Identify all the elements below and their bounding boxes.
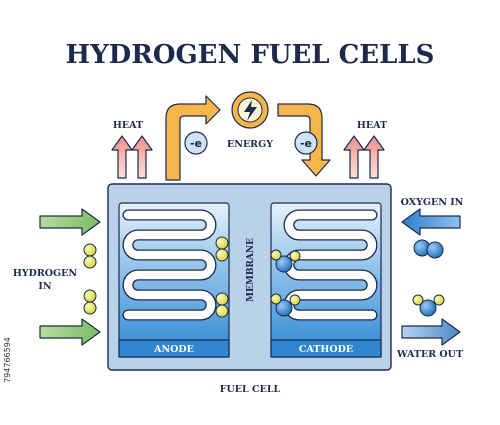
energy-label: ENERGY [227, 139, 273, 150]
diagram-title: HYDROGEN FUEL CELLS [66, 40, 435, 70]
cathode-chamber [270, 202, 382, 358]
electron-badge-left: -e [184, 131, 208, 155]
anode-chamber [118, 202, 230, 358]
water-out-label: WATER OUT [396, 349, 463, 360]
heat-label-right: HEAT [357, 120, 387, 131]
oxygen-in-label: OXYGEN IN [401, 197, 464, 208]
anode-label: ANODE [153, 344, 194, 355]
stock-image-id: 794766594 [3, 337, 12, 383]
electron-badge-right: -e [294, 131, 318, 155]
energy-circuit-arrow-right [277, 103, 331, 177]
heat-label-left: HEAT [113, 120, 143, 131]
heat-arrows-right [343, 135, 385, 179]
anode-hydrogen-molecules [215, 236, 229, 318]
oxygen-input-arrow [401, 208, 461, 236]
cathode-water-molecules [270, 249, 301, 317]
membrane-label: MEMBRANE [246, 238, 256, 302]
energy-bolt-icon [231, 91, 269, 129]
electron-label-left: -e [190, 137, 202, 150]
hydrogen-in-label-line2: IN [38, 281, 51, 292]
hydrogen-input-arrow-bottom [39, 318, 101, 346]
heat-arrows-left [111, 135, 153, 179]
water-output-arrow [401, 318, 461, 346]
hydrogen-input-molecules [83, 243, 97, 315]
oxygen-input-molecule [413, 239, 444, 259]
hydrogen-in-label-line1: HYDROGEN [13, 268, 78, 279]
electron-label-right: -e [300, 137, 312, 150]
water-output-molecule [412, 294, 445, 317]
hydrogen-input-arrow-top [39, 208, 101, 236]
energy-circuit-arrow-left [165, 95, 221, 181]
cathode-label: CATHODE [299, 344, 353, 355]
fuel-cell-label: FUEL CELL [220, 384, 281, 395]
